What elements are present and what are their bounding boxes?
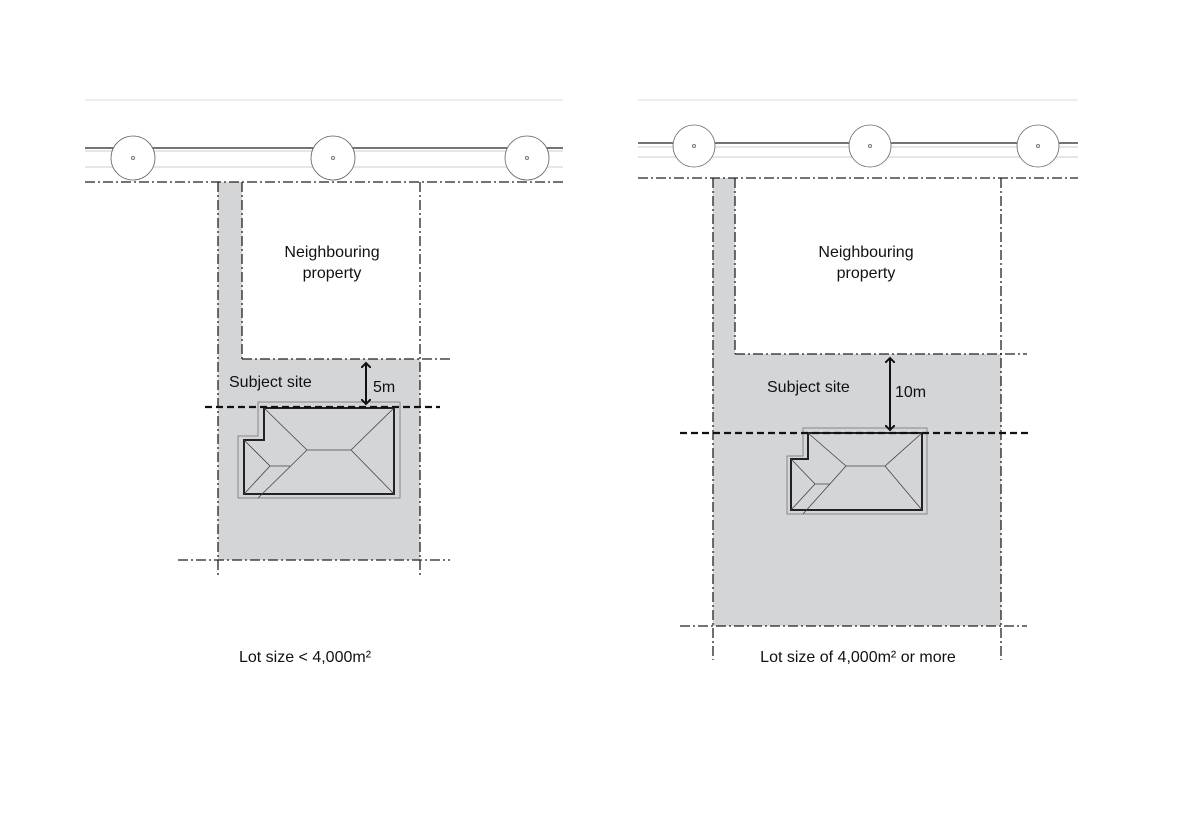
tree-icon [110,135,156,181]
diagram-small-lot: Neighbouring property Subject site 5m Lo… [85,99,563,666]
setback-label: 5m [373,379,395,396]
neighbour-label: property [303,265,362,282]
subject-site-area [218,182,420,560]
tree-icon [1016,124,1060,168]
subject-site-area [713,178,1001,626]
tree-icon [310,135,356,181]
neighbour-label: Neighbouring [284,244,379,261]
tree-icon [672,124,716,168]
caption: Lot size of 4,000m² or more [760,649,956,666]
tree-icon [504,135,550,181]
subject-site-label: Subject site [767,379,850,396]
tree-icon [848,124,892,168]
caption: Lot size < 4,000m² [239,649,372,666]
neighbour-label: Neighbouring [818,244,913,261]
subject-site-label: Subject site [229,374,312,391]
diagram-large-lot: Neighbouring property Subject site 10m L… [638,99,1078,666]
setback-label: 10m [895,384,926,401]
neighbour-label: property [837,265,896,282]
